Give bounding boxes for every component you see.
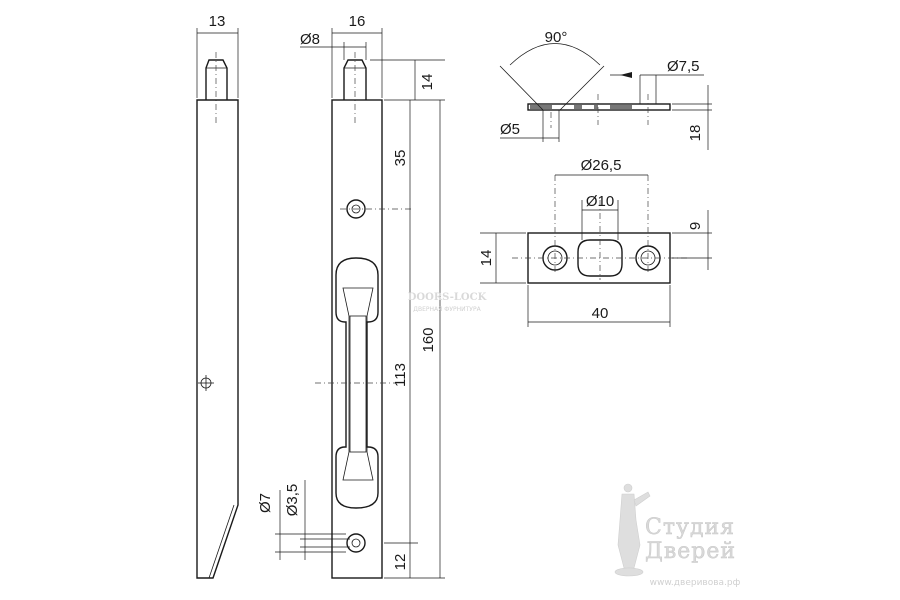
dim-angle: 90° bbox=[545, 29, 568, 46]
dim-front-width: 16 bbox=[349, 13, 366, 30]
logo-line2: Дверей bbox=[645, 539, 736, 564]
side-view: 13 bbox=[196, 13, 239, 579]
dim-pin-diameter: Ø8 bbox=[300, 31, 320, 48]
studio-logo-watermark: Студия Дверей www.дверивова.рф bbox=[614, 483, 741, 588]
dim-bottom-hole-inner: Ø3,5 bbox=[284, 484, 301, 517]
dim-side-width: 13 bbox=[209, 13, 226, 30]
dim-keeper-height: 14 bbox=[478, 250, 495, 267]
dim-keeper-thickness: 18 bbox=[687, 125, 704, 142]
dim-bottom-offset: 12 bbox=[392, 554, 409, 571]
watermark-doors-lock: DOORS-LOCK bbox=[408, 292, 487, 303]
dim-top-hole-offset: 35 bbox=[392, 150, 409, 167]
dim-keeper-half: 9 bbox=[687, 222, 704, 230]
dim-slot-length: 113 bbox=[392, 363, 409, 387]
dim-keeper-spacing: Ø26,5 bbox=[581, 157, 622, 174]
dim-keeper-hole: Ø7,5 bbox=[667, 58, 700, 75]
dim-bottom-hole-outer: Ø7 bbox=[257, 493, 274, 513]
dim-keeper-inner: Ø5 bbox=[500, 121, 520, 138]
front-view: 16 Ø8 14 35 113 160 12 Ø7 Ø3,5 bbox=[257, 13, 445, 579]
dim-keeper-length: 40 bbox=[592, 305, 609, 322]
logo-line1: Студия bbox=[645, 515, 735, 540]
keeper-plan-view: Ø26,5 Ø10 9 14 40 bbox=[478, 157, 712, 327]
center-watermark: DOORS-LOCK ДВЕРНАЯ ФУРНИТУРА bbox=[408, 292, 487, 313]
keeper-section-view: 90° Ø7,5 Ø5 18 bbox=[499, 29, 712, 150]
dim-pin-height: 14 bbox=[419, 74, 436, 91]
statue-logo-icon bbox=[614, 483, 651, 577]
watermark-doors-lock-sub: ДВЕРНАЯ ФУРНИТУРА bbox=[413, 306, 481, 313]
logo-url: www.дверивова.рф bbox=[650, 578, 741, 588]
dim-total-length: 160 bbox=[420, 327, 437, 352]
dim-keeper-center: Ø10 bbox=[586, 193, 614, 210]
